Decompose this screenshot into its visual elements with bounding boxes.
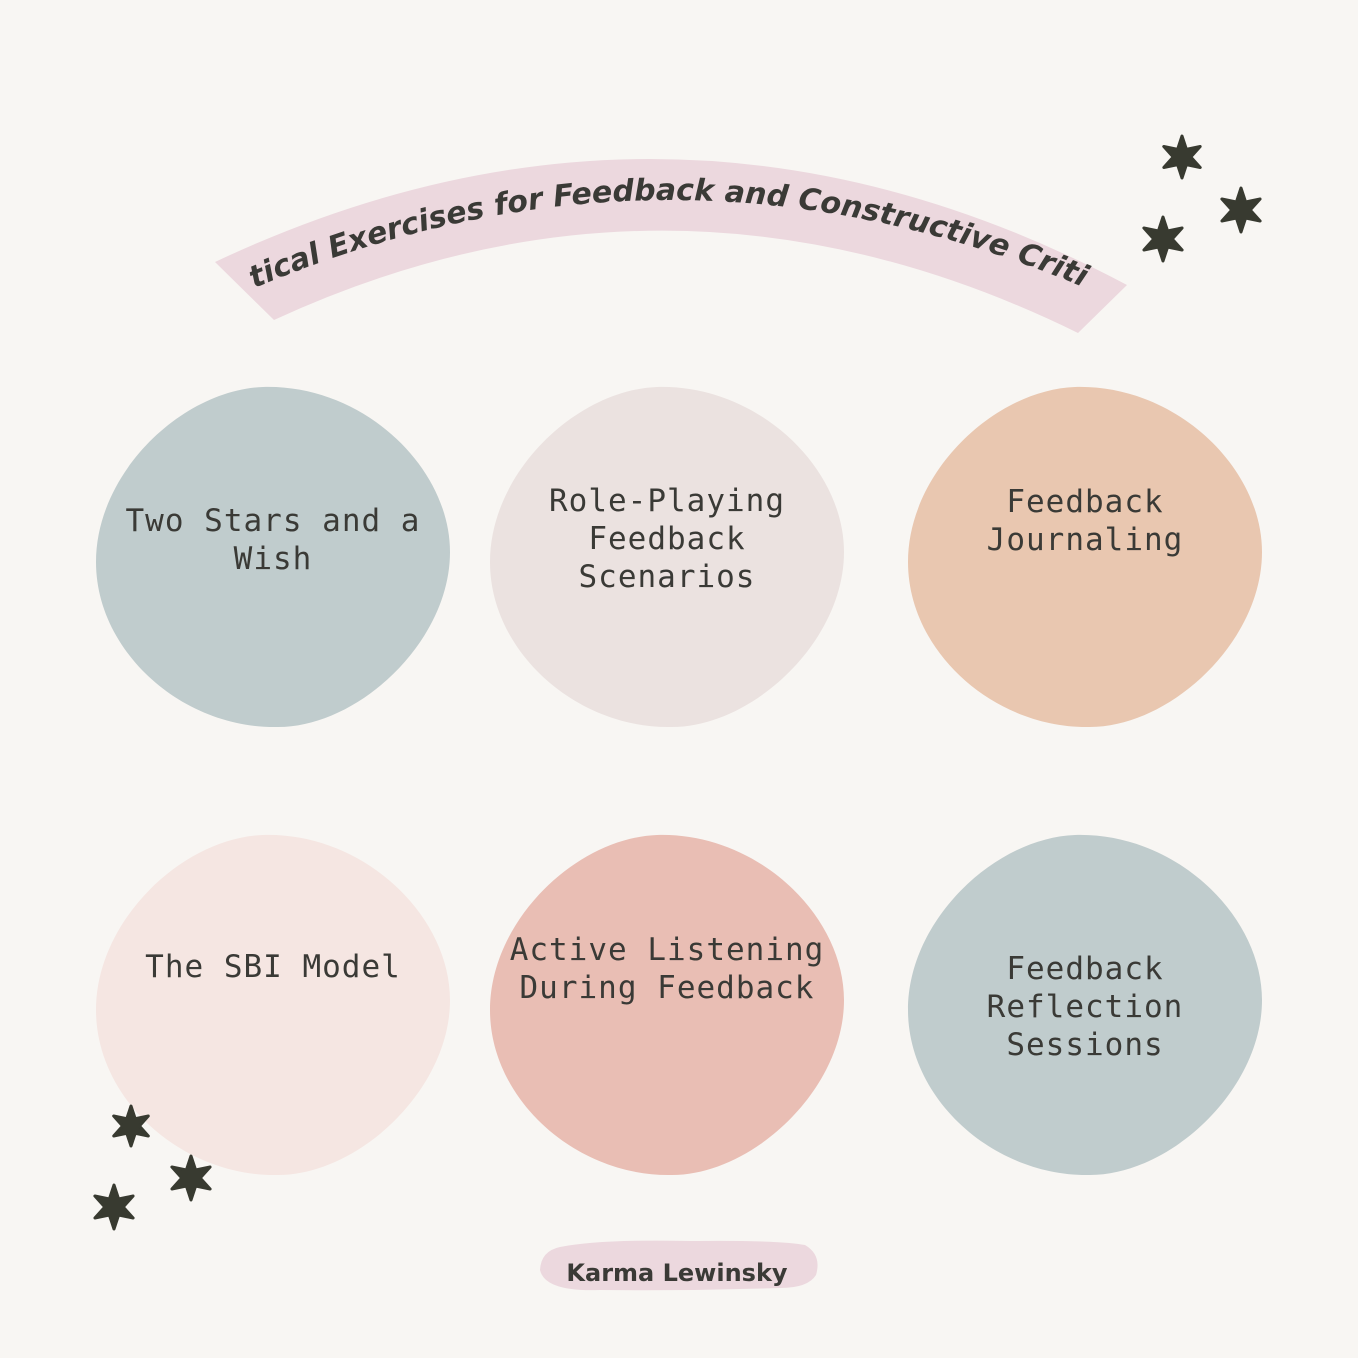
exercise-label: Two Stars and a bbox=[126, 503, 421, 539]
six-point-star-icon bbox=[112, 1104, 150, 1148]
title-banner: Practical Exercises for Feedback and Con… bbox=[0, 0, 1127, 333]
exercise-label: Wish bbox=[234, 541, 313, 577]
exercise-label: During Feedback bbox=[520, 970, 815, 1006]
exercise-label: Reflection bbox=[987, 989, 1184, 1025]
exercise-grid: Two Stars and aWishRole-PlayingFeedbackS… bbox=[96, 386, 1262, 1176]
six-point-star-icon bbox=[1142, 215, 1184, 263]
six-point-star-icon bbox=[170, 1154, 212, 1202]
star-decorations bbox=[93, 134, 1262, 1231]
six-point-star-icon bbox=[1220, 186, 1262, 234]
six-point-star-icon bbox=[1162, 134, 1202, 180]
exercise-label: The SBI Model bbox=[145, 949, 401, 985]
exercise-blob bbox=[490, 386, 844, 728]
exercise-label: Sessions bbox=[1006, 1027, 1163, 1063]
exercise-blob bbox=[96, 386, 450, 728]
six-point-star-icon bbox=[93, 1183, 135, 1231]
title-banner-shape bbox=[215, 158, 1127, 333]
exercise-label: Feedback bbox=[1006, 484, 1163, 520]
exercise-label: Scenarios bbox=[579, 559, 756, 595]
exercise-blob bbox=[908, 386, 1262, 728]
author-badge: Karma Lewinsky bbox=[540, 1240, 818, 1291]
exercise-blob bbox=[96, 834, 450, 1176]
exercise-blob bbox=[908, 834, 1262, 1176]
exercise-label: Feedback bbox=[1006, 951, 1163, 987]
author-badge-shape bbox=[540, 1240, 818, 1291]
exercise-label: Role-Playing bbox=[549, 483, 785, 519]
author-name: Karma Lewinsky bbox=[566, 1259, 787, 1287]
exercise-label: Journaling bbox=[987, 522, 1184, 558]
exercise-label: Active Listening bbox=[510, 932, 825, 968]
exercise-blob bbox=[490, 834, 844, 1176]
exercise-label: Feedback bbox=[588, 521, 745, 557]
exercise-card: The SBI Model bbox=[96, 834, 450, 1176]
